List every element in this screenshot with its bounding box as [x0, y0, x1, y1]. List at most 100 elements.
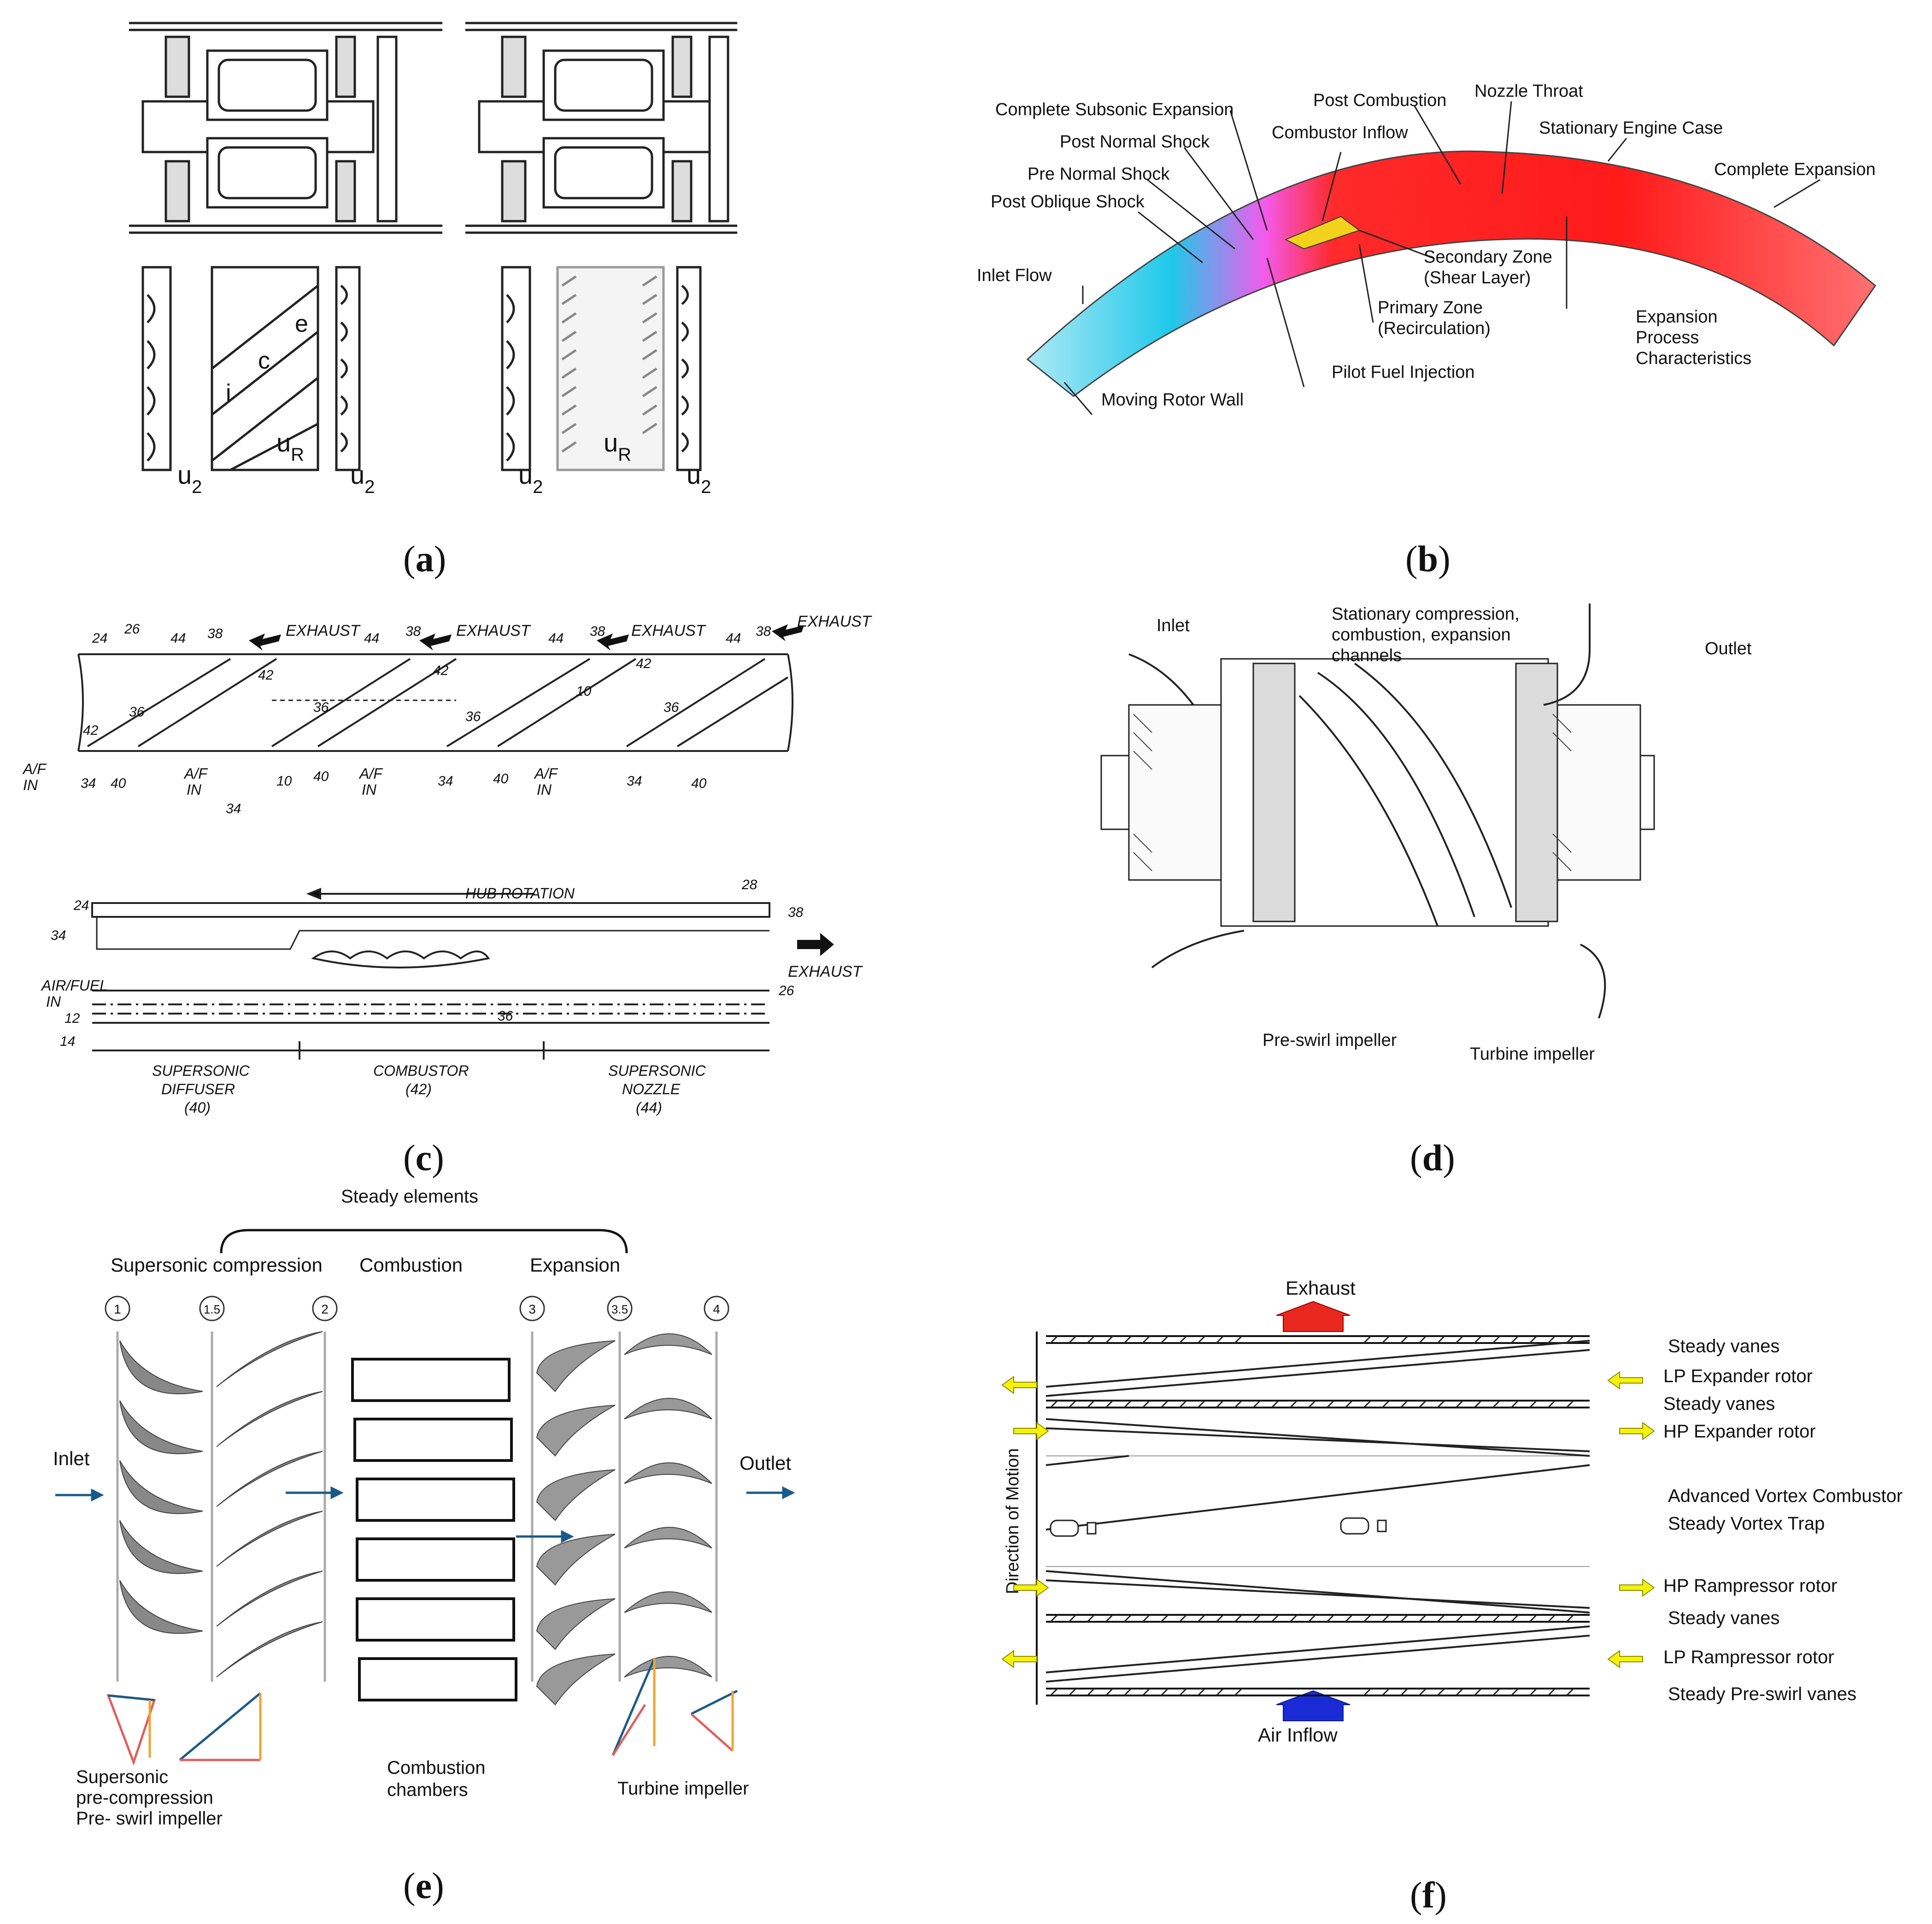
panel-b-label-14: Expansion — [1636, 307, 1717, 327]
panel-d-hatching — [1133, 714, 1572, 871]
panel-f-inflow-arrow — [1276, 1690, 1351, 1721]
panel-c-num-10a: 10 — [576, 684, 592, 699]
panel-b-label-11: (Shear Layer) — [1424, 268, 1531, 287]
panel-d-machine — [1100, 604, 1655, 1019]
panel-a-u2-mid: u2 — [350, 460, 375, 497]
panel-c-bottom-exhaust-arrow — [797, 933, 834, 956]
panel-e-station-label-5: 3.5 — [611, 1302, 628, 1316]
panel-c-af-2: A/F — [183, 765, 208, 782]
panel-e-expander-blades — [536, 1340, 616, 1706]
panel-e-combustion: Combustion — [359, 1254, 463, 1276]
panel-a-letter-c: c — [258, 347, 270, 374]
panel-e-velocity-triangles — [106, 1658, 738, 1766]
panel-c-nozzle-3: (44) — [636, 1099, 662, 1116]
panel-b-label-8: Post Oblique Shock — [991, 192, 1145, 211]
panel-a-u2-right-left: u2 — [518, 460, 543, 497]
panel-e-supersonic-1: Supersonic — [76, 1767, 168, 1787]
panel-d-preswirl: Pre-swirl impeller — [1263, 1031, 1397, 1050]
panel-c-diffuser-2: DIFFUSER — [161, 1081, 235, 1097]
panel-d-outlet: Outlet — [1705, 639, 1752, 658]
panel-f-label-5: Steady Vortex Trap — [1668, 1513, 1825, 1534]
panel-c-combustor-1: COMBUSTOR — [373, 1062, 469, 1079]
panel-c-num-26: 26 — [124, 622, 140, 637]
panel-e-station-circle-3 — [312, 1296, 338, 1321]
panel-c-exhaust-3: EXHAUST — [631, 622, 706, 639]
panel-e-station-label-2: 1.5 — [204, 1302, 220, 1316]
panel-e-diagram: Steady elements Supersonic compression C… — [53, 1186, 795, 1829]
panel-c-combustor-2: (42) — [405, 1081, 432, 1097]
panel-f-walls — [1046, 1335, 1590, 1696]
panel-f-exhaust: Exhaust — [1286, 1277, 1356, 1299]
panel-f-exhaust-arrow — [1276, 1301, 1351, 1332]
panel-f-hatches — [1050, 1335, 1574, 1696]
panel-b-label-6: Pre Normal Shock — [1028, 164, 1170, 184]
panel-b-label-3: Post Normal Shock — [1060, 132, 1210, 152]
panel-b-label-2: Nozzle Throat — [1474, 82, 1583, 101]
panel-c-b-num-26: 26 — [778, 983, 794, 998]
panel-c-in-3: IN — [362, 781, 377, 798]
panel-b-label-18: Moving Rotor Wall — [1101, 390, 1244, 410]
panel-c-in-4: IN — [537, 781, 552, 798]
panel-b-label-16: Characteristics — [1636, 349, 1751, 368]
panel-e-compressor-blades — [216, 1331, 323, 1678]
caption-e: (e) — [403, 1866, 444, 1906]
panel-d-inlet: Inlet — [1157, 616, 1190, 635]
panel-f-yellow-arrows-left — [1001, 1376, 1049, 1668]
panel-c-num-42c: 42 — [433, 663, 449, 678]
panel-c-num-40c: 40 — [493, 771, 509, 786]
panel-c-bottom-exhaust: EXHAUST — [788, 963, 863, 980]
panel-e-station-circle-5 — [607, 1296, 633, 1321]
panel-e-outlet: Outlet — [740, 1452, 791, 1474]
panel-b-label-12: Primary Zone — [1378, 298, 1483, 317]
panel-c-num-44d: 44 — [726, 631, 741, 646]
panel-f-label-0: Steady vanes — [1668, 1336, 1779, 1356]
panel-c-num-38d: 38 — [756, 624, 771, 639]
panel-f-label-3: HP Expander rotor — [1663, 1421, 1816, 1442]
panel-c-num-42b: 42 — [258, 668, 274, 683]
panel-b-label-13: (Recirculation) — [1378, 319, 1491, 338]
panel-c-af-4: A/F — [534, 765, 558, 782]
panel-d-turbine: Turbine impeller — [1470, 1044, 1595, 1064]
panel-e-station-label-4: 3 — [529, 1302, 536, 1316]
panel-c-b-num-38: 38 — [788, 905, 804, 920]
panel-f-vortex-traps — [1050, 1517, 1387, 1537]
panel-a-letter-i: i — [226, 380, 231, 406]
panel-a-left-blades — [141, 266, 361, 471]
panel-b-label-17: Pilot Fuel Injection — [1332, 363, 1475, 382]
panel-c-exhaust-arrows — [249, 624, 804, 651]
panel-b-label-1: Post Combustion — [1313, 91, 1446, 110]
panel-b-label-9: Inlet Flow — [977, 266, 1052, 285]
panel-e-stations: 1 1.5 2 3 3.5 4 — [105, 1296, 729, 1321]
panel-f-label-4: Advanced Vortex Combustor — [1668, 1486, 1903, 1506]
panel-e-preswirl-blades — [119, 1340, 203, 1634]
panel-c-bottom-section — [91, 888, 770, 1060]
panel-c-af-3: A/F — [358, 765, 383, 782]
panel-a-u2-right: u2 — [687, 460, 711, 497]
panel-f-rotor-blades — [1045, 1340, 1590, 1683]
panel-c-num-36d: 36 — [664, 700, 679, 715]
panel-c-bottom-numbers: 24 28 38 34 12 14 36 26 — [51, 877, 804, 1049]
panel-c-exhaust-1: EXHAUST — [286, 622, 361, 639]
panel-c-b-num-34: 34 — [51, 928, 66, 943]
panel-e-combustion-chambers-1: Combustion — [387, 1758, 485, 1778]
panel-a-u2-left: u2 — [177, 460, 202, 497]
panel-f-label-8: LP Rampressor rotor — [1663, 1647, 1834, 1667]
panel-c-af-1: A/F — [22, 761, 47, 777]
panel-f-label-7: Steady vanes — [1668, 1608, 1779, 1628]
caption-f: (f) — [1410, 1875, 1447, 1916]
panel-c-num-44a: 44 — [170, 631, 186, 646]
panel-e-turbine-blades — [624, 1333, 712, 1678]
panel-e-station-circle-4 — [519, 1296, 545, 1321]
panel-c-in-1: IN — [23, 777, 38, 793]
caption-a: (a) — [403, 539, 446, 580]
panel-e-station-circle-1 — [105, 1296, 130, 1321]
panel-c-nozzle-2: NOZZLE — [622, 1081, 681, 1097]
panel-b-label-15: Process — [1636, 328, 1699, 347]
caption-d: (d) — [1410, 1138, 1455, 1179]
panel-c-num-36a: 36 — [129, 704, 145, 720]
panel-c-top-rotor — [77, 653, 793, 752]
panel-c-in-2: IN — [187, 781, 202, 798]
panel-e-turbine-impeller: Turbine impeller — [617, 1778, 749, 1799]
panel-d-stationary-3: channels — [1332, 646, 1402, 665]
panel-c-num-34c: 34 — [438, 774, 453, 789]
